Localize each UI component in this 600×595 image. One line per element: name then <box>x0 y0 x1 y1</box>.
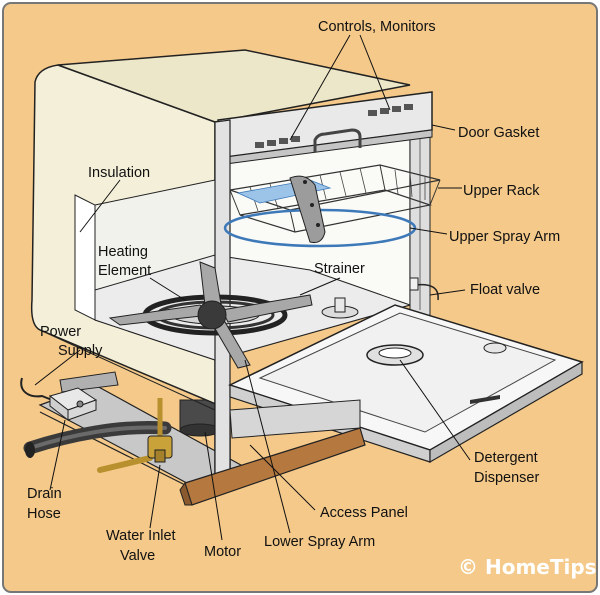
label-drain-hose-line2: Hose <box>27 506 61 522</box>
access-panel <box>179 399 366 506</box>
drain-hose <box>23 421 172 458</box>
label-water-inlet-valve-line2: Valve <box>120 548 155 564</box>
opened-door <box>227 304 584 464</box>
label-heating-element-line2: Element <box>98 263 151 279</box>
label-door-gasket: Door Gasket <box>458 125 539 141</box>
label-power-supply-line2: Supply <box>58 343 103 359</box>
control-buttons-left <box>255 136 300 148</box>
strainer <box>321 297 359 319</box>
label-float-valve: Float valve <box>470 282 540 298</box>
hometips-watermark: © HomeTips <box>458 555 597 579</box>
label-motor: Motor <box>204 544 241 560</box>
label-access-panel: Access Panel <box>320 505 408 521</box>
power-junction-box <box>48 387 98 422</box>
motor <box>179 399 221 437</box>
label-water-inlet-valve-line1: Water Inlet <box>106 528 176 544</box>
power-cord <box>20 377 53 401</box>
label-heating-element-line1: Heating <box>98 244 148 260</box>
label-controls-monitors: Controls, Monitors <box>318 19 436 35</box>
detergent-dispenser <box>366 344 424 366</box>
label-detergent-dispenser-line1: Detergent <box>474 450 538 466</box>
label-upper-rack: Upper Rack <box>463 183 540 199</box>
label-drain-hose-line1: Drain <box>27 486 62 502</box>
label-lower-spray-arm: Lower Spray Arm <box>264 534 375 550</box>
lower-spray-arm <box>108 261 313 369</box>
water-inlet-valve <box>97 398 173 473</box>
label-insulation: Insulation <box>88 165 150 181</box>
float-valve <box>409 277 439 301</box>
control-buttons-right <box>368 104 413 116</box>
label-power-supply-line1: Power <box>40 324 81 340</box>
label-strainer: Strainer <box>314 261 365 277</box>
rinse-aid-cap <box>483 342 507 354</box>
upper-spray-arm <box>289 175 326 243</box>
label-detergent-dispenser-line2: Dispenser <box>474 470 539 486</box>
leader-lines <box>34 34 471 541</box>
label-upper-spray-arm: Upper Spray Arm <box>449 229 560 245</box>
